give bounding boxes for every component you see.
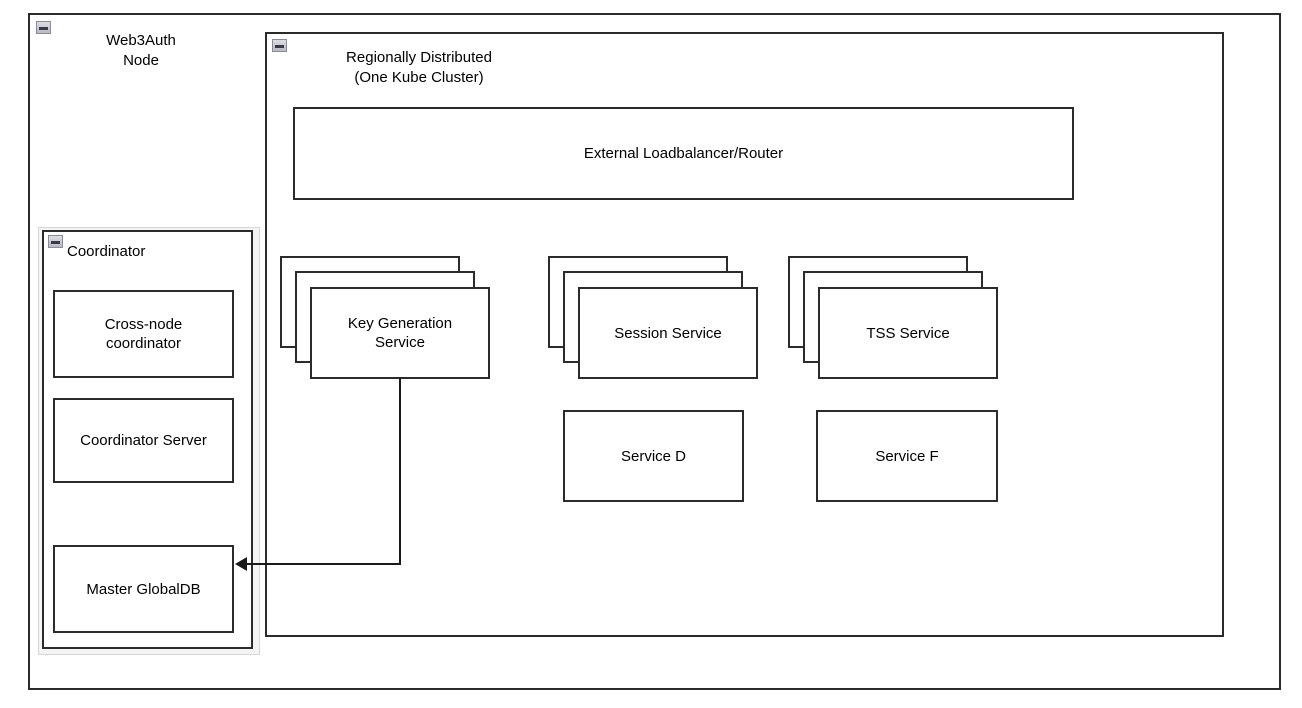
connector-arrowhead-masterdb xyxy=(235,557,247,571)
node-label-session-service: Session Service xyxy=(614,324,722,342)
connector-keygen-to-masterdb-horizontal xyxy=(247,563,401,565)
node-label-master-globaldb: Master GlobalDB xyxy=(86,580,201,598)
node-label-tss-service: TSS Service xyxy=(866,324,950,342)
node-label-service-f: Service F xyxy=(875,447,939,465)
stack-layer-front[interactable]: TSS Service xyxy=(818,287,998,379)
node-external-loadbalancer[interactable]: External Loadbalancer/Router xyxy=(293,107,1074,200)
container-title-web3auth-node: Web3Auth Node xyxy=(106,32,176,69)
node-label-external-loadbalancer: External Loadbalancer/Router xyxy=(583,145,784,162)
node-label-service-d: Service D xyxy=(620,447,687,465)
node-label-key-generation-service: Key Generation Service xyxy=(347,315,453,351)
connector-keygen-to-masterdb-vertical xyxy=(399,378,401,565)
container-title-regionally-distributed: Regionally Distributed (One Kube Cluster… xyxy=(346,49,492,86)
node-label-cross-node-coordinator: Cross-node coordinator xyxy=(104,316,183,352)
node-session-service[interactable]: Session Service xyxy=(548,256,760,380)
node-cross-node-coordinator[interactable]: Cross-node coordinator xyxy=(53,290,234,378)
stack-layer-front[interactable]: Key Generation Service xyxy=(310,287,490,379)
node-key-generation-service[interactable]: Key Generation Service xyxy=(280,256,492,380)
minus-icon-web3auth-node[interactable] xyxy=(36,21,51,34)
node-master-globaldb[interactable]: Master GlobalDB xyxy=(53,545,234,633)
container-title-coordinator: Coordinator xyxy=(67,243,146,260)
node-label-coordinator-server: Coordinator Server xyxy=(80,432,207,449)
node-tss-service[interactable]: TSS Service xyxy=(788,256,1000,380)
stack-layer-front[interactable]: Session Service xyxy=(578,287,758,379)
minus-icon-regionally-distributed[interactable] xyxy=(272,39,287,52)
minus-icon-coordinator[interactable] xyxy=(48,235,63,248)
node-coordinator-server[interactable]: Coordinator Server xyxy=(53,398,234,483)
node-service-f[interactable]: Service F xyxy=(816,410,998,502)
node-service-d[interactable]: Service D xyxy=(563,410,744,502)
